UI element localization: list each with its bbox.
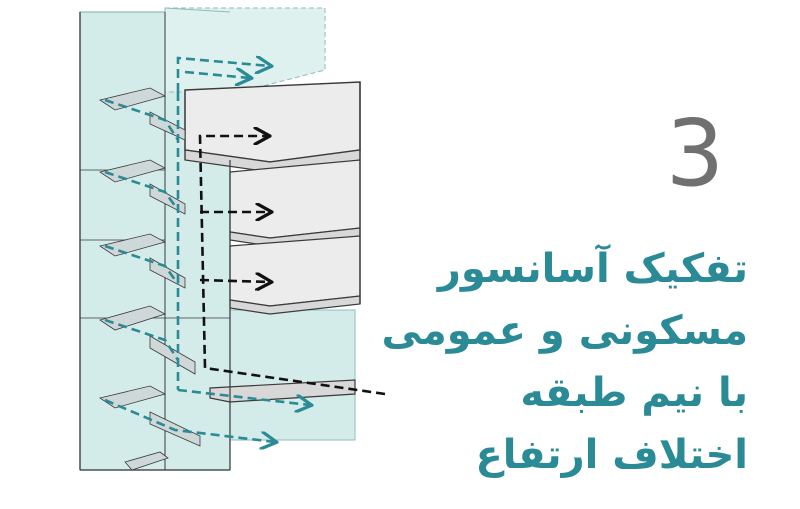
stair-run — [99, 385, 167, 409]
residential-elevator-path — [198, 136, 386, 396]
caption-line-3: با نیم طبقه — [520, 370, 748, 416]
stair-runs — [99, 87, 201, 471]
stair-run — [124, 451, 169, 471]
teal-path-entry — [177, 388, 310, 405]
stair-run — [99, 305, 167, 331]
building-floor-slabs — [79, 12, 361, 471]
caption-line-1: تفکیک آسانسور — [437, 246, 748, 292]
stair-run — [99, 87, 167, 111]
stair-run — [99, 233, 167, 257]
glass-lower-right — [229, 309, 356, 441]
black-path-level-3 — [199, 280, 270, 282]
stair-run — [99, 159, 167, 183]
teal-path-stair-4 — [104, 318, 180, 361]
teal-path-stair-3 — [104, 244, 180, 285]
teal-path-bottom — [104, 398, 275, 442]
stair-run — [149, 257, 186, 289]
caption-line-2: مسکونی و عمومی — [381, 308, 748, 354]
stair-run — [149, 183, 186, 215]
teal-path-stair-1 — [104, 98, 180, 141]
entry-slab — [209, 379, 356, 403]
upper-block — [184, 81, 361, 163]
glass-tower-side — [164, 7, 326, 93]
level-3-room — [229, 235, 361, 307]
caption: تفکیک آسانسور مسکونی و عمومی با نیم طبقه… — [381, 238, 748, 486]
teal-path-top-2 — [184, 72, 250, 78]
teal-path-top — [176, 58, 270, 92]
stair-run — [149, 335, 196, 375]
black-path-main — [198, 136, 386, 396]
caption-line-4: اختلاف ارتفاع — [475, 432, 748, 478]
level-2-room — [229, 159, 361, 239]
step-number: 3 — [665, 100, 725, 207]
public-circulation-paths — [104, 58, 310, 442]
teal-path-stair-2 — [104, 170, 180, 211]
